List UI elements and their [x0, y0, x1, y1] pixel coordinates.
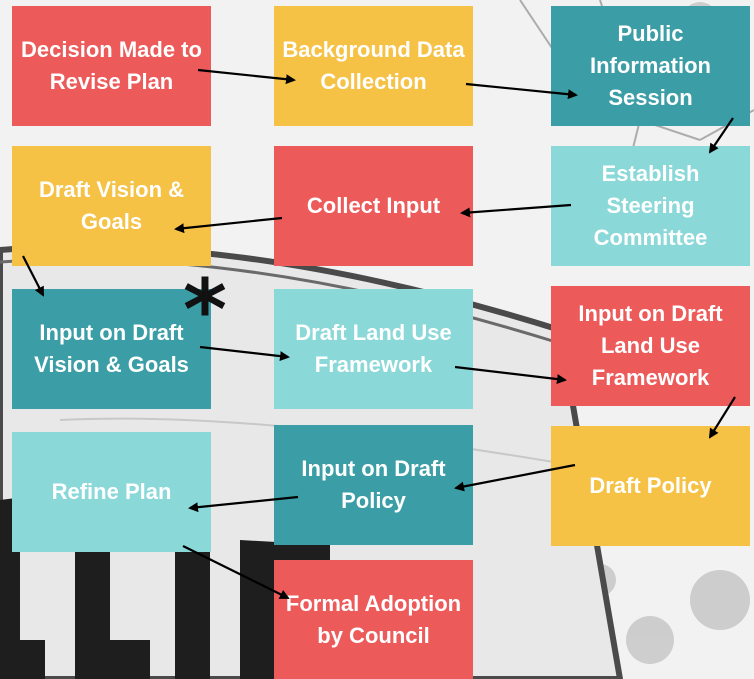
- step-input-on-draft-vision-goals: Input on Draft Vision & Goals: [12, 289, 211, 409]
- step-formal-adoption-by-council: Formal Adoption by Council: [274, 560, 473, 679]
- step-draft-policy: Draft Policy: [551, 426, 750, 546]
- step-draft-land-use-framework: Draft Land Use Framework: [274, 289, 473, 409]
- step-public-information-session: Public Information Session: [551, 6, 750, 126]
- step-input-on-draft-policy: Input on Draft Policy: [274, 425, 473, 545]
- step-collect-input: Collect Input: [274, 146, 473, 266]
- step-decision-made: Decision Made to Revise Plan: [12, 6, 211, 126]
- step-input-on-draft-land-use-framework: Input on Draft Land Use Framework: [551, 286, 750, 406]
- step-establish-steering-committee: Establish Steering Committee: [551, 146, 750, 266]
- asterisk-icon: *: [183, 261, 227, 359]
- step-refine-plan: Refine Plan: [12, 432, 211, 552]
- step-draft-vision-goals: Draft Vision & Goals: [12, 146, 211, 266]
- step-background-data-collection: Background Data Collection: [274, 6, 473, 126]
